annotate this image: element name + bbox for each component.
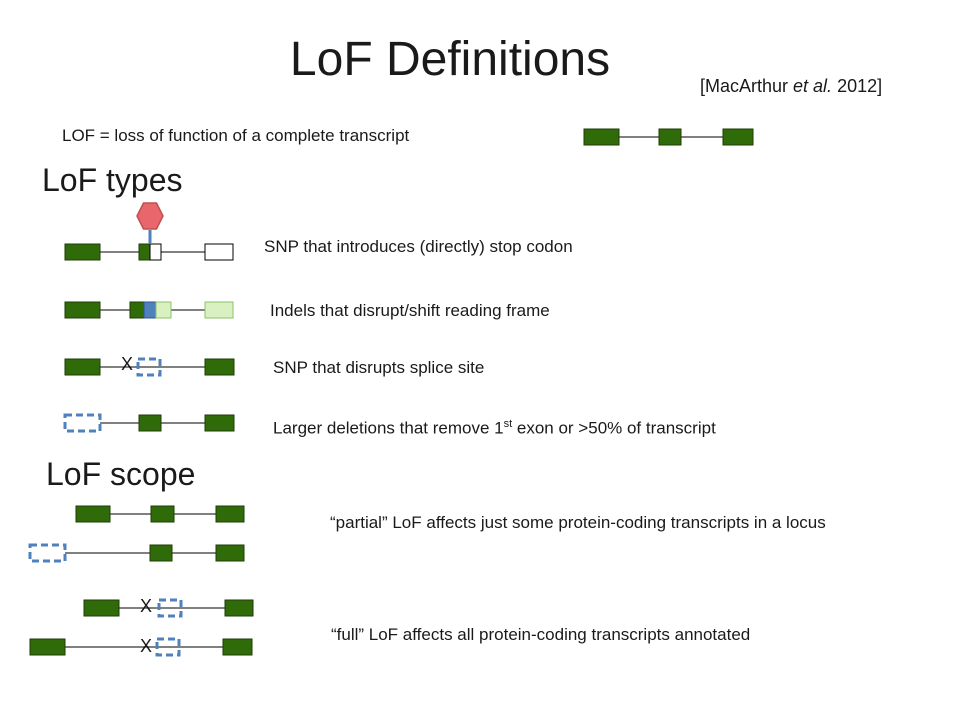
exon — [215, 544, 245, 562]
lost-exon — [204, 243, 234, 261]
skipped-exon — [157, 598, 183, 618]
splice-x-marker: X — [121, 354, 134, 374]
definition-text: LOF = loss of function of a complete tra… — [62, 126, 410, 145]
citation: [MacArthur et al. 2012] — [700, 76, 883, 96]
exon — [722, 128, 754, 146]
partial-lof-transcript-2 — [28, 543, 245, 563]
exon — [64, 358, 101, 376]
exon — [138, 414, 162, 432]
lof-types-heading: LoF types — [42, 162, 183, 198]
caption-indels: Indels that disrupt/shift reading frame — [270, 301, 550, 320]
exon — [215, 505, 245, 523]
complete-transcript-diagram — [583, 128, 754, 146]
exon — [64, 243, 101, 261]
exon — [204, 414, 235, 432]
caption-stop-codon: SNP that introduces (directly) stop codo… — [264, 237, 573, 256]
exon — [149, 544, 173, 562]
lost-exon-part — [149, 243, 162, 261]
lof-scope-heading: LoF scope — [46, 456, 196, 492]
caption-full-lof: “full” LoF affects all protein-coding tr… — [331, 625, 751, 644]
deleted-first-exon — [63, 413, 102, 433]
exon — [138, 243, 151, 261]
exon — [204, 358, 235, 376]
skipped-exon — [155, 637, 181, 657]
stop-sign-icon — [136, 202, 164, 230]
skipped-exon — [136, 357, 162, 377]
indel-diagram — [64, 301, 234, 319]
exon — [150, 505, 175, 523]
indel-block — [143, 301, 157, 319]
exon — [129, 301, 145, 319]
full-lof-transcript-1 — [83, 598, 254, 618]
full-lof-transcript-2 — [29, 637, 253, 657]
deleted-exon — [28, 543, 67, 563]
large-deletion-diagram — [63, 413, 235, 433]
full-lof-x-marker-1: X — [140, 596, 153, 616]
splice-site-diagram — [64, 357, 235, 377]
exon — [583, 128, 620, 146]
slide-title: LoF Definitions — [289, 33, 611, 86]
partial-lof-transcript-1 — [75, 505, 245, 523]
caption-splice-site: SNP that disrupts splice site — [273, 358, 485, 377]
frameshift-region — [155, 301, 172, 319]
exon — [83, 599, 120, 617]
full-lof-x-marker-2: X — [140, 636, 153, 656]
exon — [75, 505, 111, 523]
exon — [224, 599, 254, 617]
exon — [64, 301, 101, 319]
exon — [658, 128, 682, 146]
exon — [29, 638, 66, 656]
frameshift-exon — [204, 301, 234, 319]
stop-codon-diagram — [64, 202, 234, 261]
caption-partial-lof: “partial” LoF affects just some protein-… — [330, 513, 826, 532]
exon — [222, 638, 253, 656]
caption-large-deletions: Larger deletions that remove 1st exon or… — [273, 418, 716, 438]
